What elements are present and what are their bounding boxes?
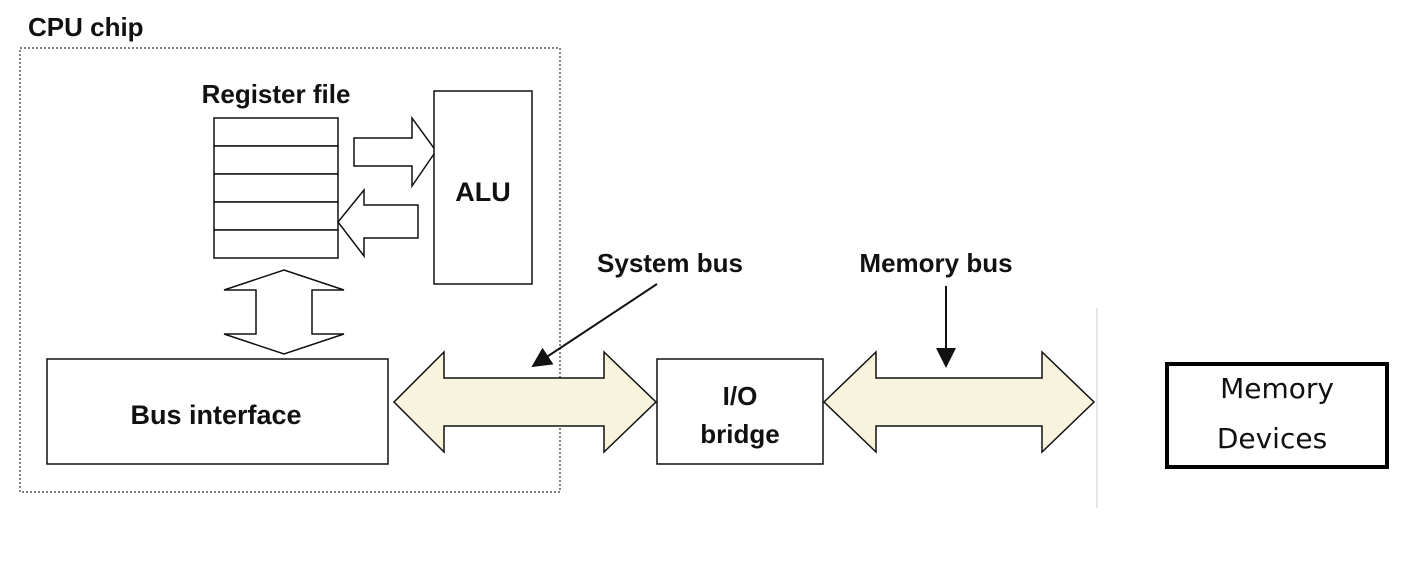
memory-devices-label-line1: Memory (1220, 372, 1334, 405)
system-bus-arrow (392, 350, 658, 454)
register-bus-interface-arrow (223, 269, 345, 355)
io-bridge-label-line1: I/O (723, 381, 758, 411)
register-row (213, 201, 339, 231)
bus-interface-box (46, 358, 389, 465)
register-file (213, 117, 339, 259)
alu-to-register-arrow (337, 187, 419, 259)
register-row (213, 117, 339, 147)
register-file-label: Register file (202, 79, 351, 109)
io-bridge-box (656, 358, 824, 465)
system-bus-pointer (531, 283, 658, 368)
register-row (213, 145, 339, 175)
cpu-chip-label: CPU chip (28, 12, 144, 42)
register-to-alu-arrow (353, 115, 437, 189)
system-bus-label: System bus (597, 248, 743, 278)
memory-devices-label-line2: Devices (1217, 422, 1327, 455)
register-row (213, 173, 339, 203)
memory-devices-box (1165, 362, 1389, 469)
memory-bus-arrow (822, 350, 1096, 454)
bus-interface-label: Bus interface (130, 400, 301, 430)
register-row (213, 229, 339, 259)
io-bridge-label-line2: bridge (700, 419, 779, 449)
cpu-chip-boundary (19, 47, 561, 493)
memory-bus-label: Memory bus (859, 248, 1012, 278)
alu-box (433, 90, 533, 285)
alu-label: ALU (455, 177, 511, 207)
